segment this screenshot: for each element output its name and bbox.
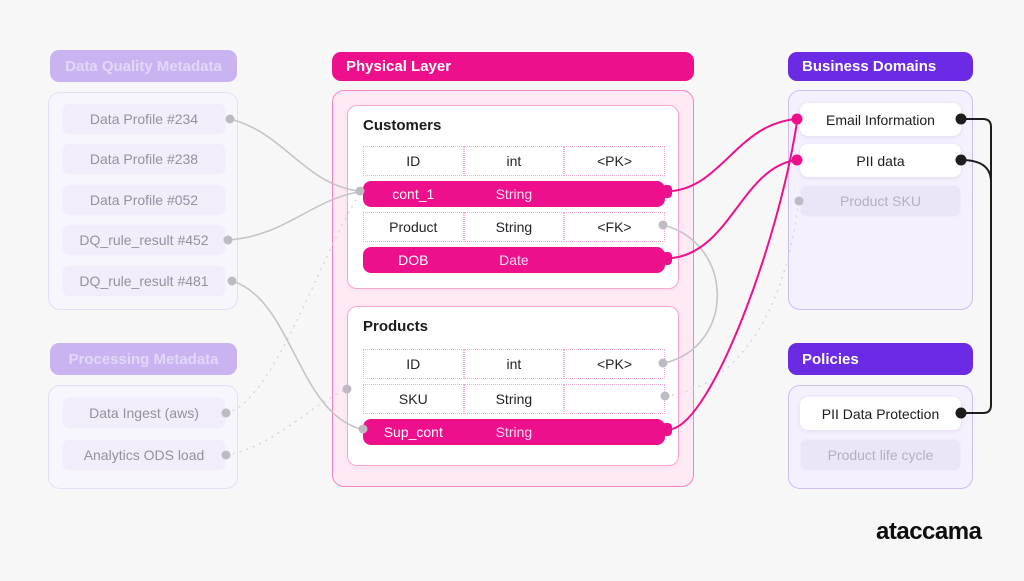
node-dq-rule-result-481[interactable]: DQ_rule_result #481 (62, 265, 226, 297)
dq-metadata-header: Data Quality Metadata (50, 50, 237, 82)
customers-rows: ID int <PK> cont_1 String Product String… (363, 146, 665, 273)
connector-line (225, 389, 346, 456)
customers-table: Customers ID int <PK> cont_1 String Prod… (347, 105, 679, 289)
products-title: Products (363, 318, 429, 335)
business-domains-header: Business Domains (788, 52, 973, 81)
cell: <PK> (564, 349, 665, 379)
table-row-highlighted[interactable]: Sup_cont String (363, 419, 665, 445)
cell: String (463, 212, 565, 242)
node-data-profile-052[interactable]: Data Profile #052 (62, 184, 226, 216)
cell: <FK> (564, 212, 665, 242)
cell: Product (363, 212, 464, 242)
cell: SKU (363, 384, 464, 414)
node-pii-data-protection[interactable]: PII Data Protection (800, 397, 961, 430)
node-email-information[interactable]: Email Information (800, 103, 961, 136)
cell: ID (363, 146, 464, 176)
cell (564, 384, 665, 414)
node-data-profile-238[interactable]: Data Profile #238 (62, 143, 226, 175)
node-dq-rule-result-452[interactable]: DQ_rule_result #452 (62, 224, 226, 256)
table-row-highlighted[interactable]: DOB Date (363, 247, 665, 273)
table-row[interactable]: ID int <PK> (363, 146, 665, 176)
products-rows: ID int <PK> SKU String Sup_cont String (363, 349, 665, 445)
cell: String (463, 384, 565, 414)
node-product-life-cycle[interactable]: Product life cycle (800, 439, 961, 471)
policies-header: Policies (788, 343, 973, 375)
customers-title: Customers (363, 117, 442, 134)
node-data-profile-234[interactable]: Data Profile #234 (62, 103, 226, 135)
processing-metadata-header: Processing Metadata (50, 343, 237, 375)
table-row-highlighted[interactable]: cont_1 String (363, 181, 665, 207)
cell: int (463, 349, 565, 379)
cell: ID (363, 349, 464, 379)
cell: int (463, 146, 565, 176)
cell: String (495, 186, 533, 202)
table-row[interactable]: Product String <FK> (363, 212, 665, 242)
ataccama-logo: ataccama (876, 518, 982, 545)
cell: <PK> (564, 146, 665, 176)
node-analytics-ods-load[interactable]: Analytics ODS load (62, 439, 226, 471)
products-table: Products ID int <PK> SKU String Sup_cont… (347, 306, 679, 466)
cell: Sup_cont (383, 424, 443, 440)
cell: String (495, 424, 533, 440)
table-row[interactable]: SKU String (363, 384, 665, 414)
node-pii-data[interactable]: PII data (800, 144, 961, 177)
cell: DOB (398, 252, 429, 268)
table-row[interactable]: ID int <PK> (363, 349, 665, 379)
node-data-ingest-aws[interactable]: Data Ingest (aws) (62, 397, 226, 429)
node-product-sku[interactable]: Product SKU (800, 185, 961, 217)
cell: Date (499, 252, 529, 268)
cell: cont_1 (392, 186, 435, 202)
physical-layer-header: Physical Layer (332, 52, 694, 81)
